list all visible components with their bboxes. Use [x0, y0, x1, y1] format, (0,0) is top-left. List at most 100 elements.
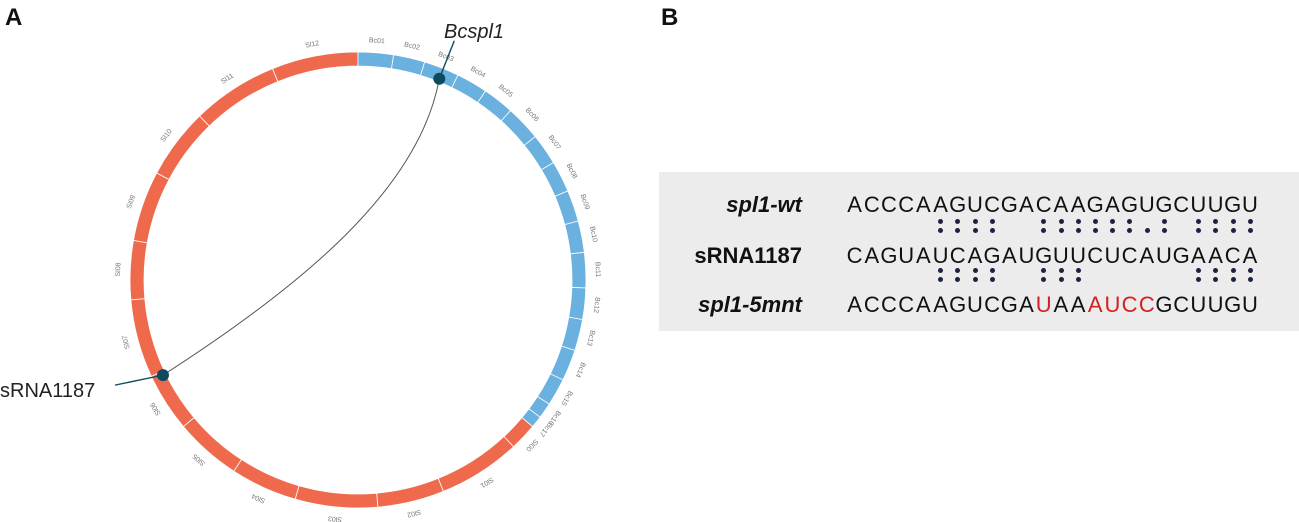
nucleotide: A — [1053, 192, 1069, 217]
chromosome-segment-bc17 — [521, 408, 541, 428]
nucleotide: C — [1224, 243, 1241, 268]
pairing-dot — [989, 268, 995, 273]
pairing-dot — [1230, 268, 1236, 273]
nucleotide: A — [1139, 243, 1155, 268]
pairing-dot — [1247, 228, 1253, 233]
chromosome-segment-bc12 — [568, 287, 587, 321]
chromosome-segment-sl12 — [272, 51, 359, 83]
pairing-dot — [1213, 277, 1219, 282]
nucleotide: G — [983, 243, 1001, 268]
nucleotide: A — [916, 192, 931, 217]
pairing-dot — [1247, 268, 1253, 273]
chromosome-segment-bc09 — [554, 190, 579, 226]
chromosome-label-sl09: Sl09 — [126, 194, 137, 210]
chromosome-label-bc04: Bc04 — [469, 66, 486, 80]
nucleotide: G — [949, 292, 967, 317]
pairing-dot — [1230, 219, 1236, 224]
chromosome-segment-sl06 — [150, 369, 195, 428]
chromosome-label-bc09: Bc09 — [579, 193, 591, 210]
row-label-srna1187: sRNA1187 — [694, 243, 802, 268]
chromosome-label-bc11: Bc11 — [593, 262, 601, 278]
chromosome-labels: Sl00Sl01Sl02Sl03Sl04Sl05Sl06Sl07Sl08Sl09… — [115, 37, 601, 522]
nucleotide: U — [1052, 243, 1069, 268]
nucleotide: G — [1086, 192, 1104, 217]
nucleotide: G — [1224, 292, 1242, 317]
pairing-dot — [1058, 277, 1064, 282]
pairing-dot — [1196, 219, 1202, 224]
nucleotide: C — [1173, 292, 1190, 317]
nucleotide: C — [881, 192, 897, 217]
chromosome-label-sl04: Sl04 — [251, 492, 267, 504]
chromosome-label-sl12: Sl12 — [305, 40, 320, 50]
nucleotide: A — [1019, 192, 1034, 217]
chromosome-label-sl08: Sl08 — [115, 262, 123, 276]
nucleotide: A — [916, 243, 931, 268]
nucleotide: U — [1241, 192, 1258, 217]
nucleotide: U — [1035, 292, 1052, 317]
chromosome-label-sl01: Sl01 — [479, 475, 495, 488]
chromosome-segment-bc14 — [549, 345, 576, 381]
pairing-dot — [1127, 228, 1133, 233]
nucleotide: C — [984, 292, 1001, 317]
nucleotide: G — [949, 192, 967, 217]
nucleotide: A — [933, 292, 948, 317]
nucleotide: U — [1104, 292, 1121, 317]
pairing-dot — [972, 277, 978, 282]
pairing-dot — [989, 219, 995, 224]
interaction-link — [162, 78, 440, 376]
nucleotide: C — [846, 243, 863, 268]
chromosome-label-bc01: Bc01 — [369, 37, 386, 45]
nucleotide: C — [881, 292, 897, 317]
pairing-dot — [1196, 228, 1202, 233]
gene-node — [433, 72, 446, 85]
pairing-dot — [972, 268, 978, 273]
chromosome-label-bc06: Bc06 — [524, 107, 540, 123]
nucleotide: A — [1070, 192, 1086, 217]
nucleotide: C — [1121, 243, 1138, 268]
chromosome-label-sl00: Sl00 — [524, 437, 539, 452]
chromosome-label-bc14: Bc14 — [574, 361, 587, 379]
nucleotide: A — [1242, 243, 1258, 268]
pairing-dot — [1213, 219, 1219, 224]
gene-leader-line — [438, 40, 455, 80]
panel-b-letter: B — [661, 4, 679, 31]
chromosome-label-sl11: Sl11 — [220, 72, 235, 85]
nucleotide: C — [949, 243, 966, 268]
pairing-dot — [1075, 228, 1081, 233]
pairing-dot — [989, 277, 995, 282]
nucleotide: G — [1000, 292, 1018, 317]
nucleotide: G — [1172, 243, 1190, 268]
pairing-dot — [1110, 219, 1116, 224]
nucleotide: U — [1070, 243, 1086, 268]
pairing-dot — [1075, 268, 1081, 273]
pairing-dot — [1041, 277, 1047, 282]
nucleotide: A — [967, 243, 983, 268]
chromosome-segment-bc01 — [357, 51, 395, 70]
row-label-spl1-wt: spl1-wt — [726, 192, 802, 217]
nucleotide: C — [1087, 243, 1104, 268]
pairing-dot — [1058, 268, 1064, 273]
chromosome-label-sl07: Sl07 — [121, 334, 131, 349]
pairing-dot — [1092, 228, 1098, 233]
nucleotide: C — [1138, 292, 1155, 317]
pairing-dot — [1161, 219, 1167, 224]
nucleotide: A — [1105, 192, 1120, 217]
chromosome-label-sl03: Sl03 — [328, 514, 343, 522]
nucleotide: A — [916, 292, 931, 317]
chromosome-segment-sl02 — [376, 477, 444, 508]
nucleotide: A — [1001, 243, 1017, 268]
chromosome-label-sl02: Sl02 — [406, 508, 421, 518]
chromosome-label-bc15: Bc15 — [559, 389, 573, 406]
chromosome-label-sl10: Sl10 — [160, 128, 174, 143]
chromosome-label-bc08: Bc08 — [565, 163, 579, 180]
chromosome-ring — [129, 51, 587, 509]
pairing-dot — [1230, 228, 1236, 233]
nucleotide: C — [1035, 192, 1052, 217]
chromosome-segment-sl10 — [156, 115, 210, 181]
pairing-dot — [1041, 268, 1047, 273]
pairing-dot — [1110, 228, 1116, 233]
nucleotide: G — [1224, 192, 1242, 217]
pairing-dot — [955, 228, 961, 233]
pairing-dot — [1247, 277, 1253, 282]
